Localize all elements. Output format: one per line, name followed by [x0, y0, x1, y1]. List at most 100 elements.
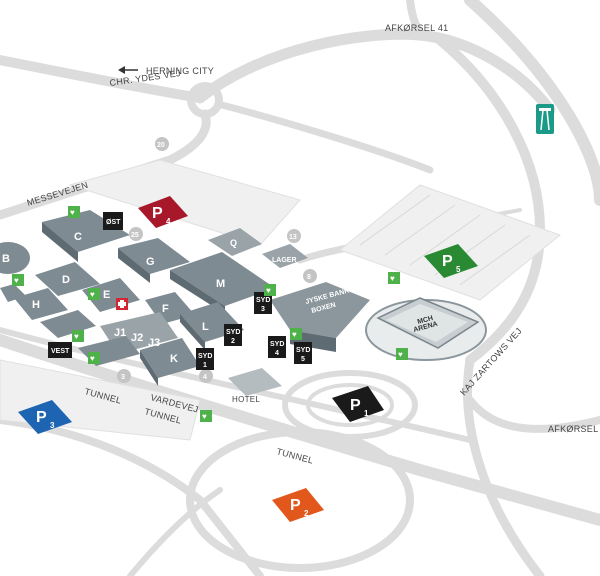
- hall-label-j1: J1: [114, 327, 126, 339]
- svg-text:20: 20: [157, 142, 165, 149]
- svg-text:♥: ♥: [74, 332, 79, 341]
- building-hotel: [228, 368, 282, 396]
- heart-aed-icon: ♥: [264, 284, 276, 296]
- gate-4: 4: [199, 369, 213, 383]
- svg-text:P: P: [36, 409, 47, 426]
- svg-text:♥: ♥: [202, 412, 207, 421]
- hall-label-m: M: [216, 278, 225, 290]
- label-tunnel-3: TUNNEL: [275, 446, 314, 465]
- svg-text:5: 5: [456, 265, 461, 274]
- motorway-icon: [536, 104, 554, 134]
- entrance-syd-5[interactable]: SYD 5: [294, 342, 312, 364]
- svg-text:3: 3: [50, 421, 55, 430]
- heart-aed-icon: ♥: [388, 272, 400, 284]
- first-aid-icon: [116, 298, 128, 310]
- gate-3: 3: [117, 369, 131, 383]
- svg-text:♥: ♥: [70, 208, 75, 217]
- hall-label-q: Q: [230, 238, 237, 248]
- heart-aed-icon: ♥: [68, 206, 80, 218]
- hall-k[interactable]: [140, 338, 200, 378]
- svg-text:P: P: [152, 205, 163, 222]
- entrance-syd-1[interactable]: SYD 1: [196, 348, 214, 370]
- hall-label-g: G: [146, 256, 155, 268]
- svg-text:1: 1: [203, 362, 207, 369]
- hall-m[interactable]: [170, 252, 275, 306]
- parking-p3[interactable]: P 3: [18, 400, 72, 434]
- entrance-ost[interactable]: ØST: [103, 212, 123, 230]
- hall-label-j3: J3: [148, 337, 160, 349]
- hall-label-l: L: [202, 321, 209, 333]
- svg-text:P: P: [442, 253, 453, 270]
- hall-label-k: K: [170, 353, 178, 365]
- heart-aed-icon: ♥: [88, 288, 100, 300]
- hall-unnamed-1: [0, 284, 26, 302]
- hall-label-c: C: [74, 231, 82, 243]
- label-herning-city: HERNING CITY: [146, 66, 214, 76]
- svg-text:4: 4: [275, 350, 279, 357]
- hall-label-f: F: [162, 303, 169, 315]
- label-afkorsel-41: AFKØRSEL 41: [385, 23, 449, 33]
- building-lager: [262, 244, 308, 268]
- gate-25: 25: [129, 227, 143, 241]
- heart-aed-icon: ♥: [396, 348, 408, 360]
- hall-label-j2: J2: [131, 332, 143, 344]
- svg-text:SYD: SYD: [226, 329, 240, 336]
- hall-h[interactable]: [14, 288, 68, 320]
- hall-d[interactable]: [35, 262, 100, 296]
- hall-label-d: D: [62, 274, 70, 286]
- gate-20: 20: [155, 137, 169, 151]
- gate-markers: 20 25 13 8 3 4: [117, 137, 317, 383]
- entrance-syd-3[interactable]: SYD 3: [254, 292, 272, 314]
- svg-text:♥: ♥: [266, 286, 271, 295]
- svg-text:P: P: [350, 397, 361, 414]
- heart-aed-icon: ♥: [12, 274, 24, 286]
- svg-text:SYD: SYD: [256, 297, 270, 304]
- svg-text:8: 8: [307, 274, 311, 281]
- svg-text:♥: ♥: [398, 350, 403, 359]
- svg-text:VEST: VEST: [51, 348, 70, 355]
- hall-b[interactable]: [0, 242, 30, 274]
- hall-label-h: H: [32, 299, 40, 311]
- entrance-vest[interactable]: VEST: [48, 342, 72, 358]
- svg-text:♥: ♥: [90, 354, 95, 363]
- svg-text:SYD: SYD: [198, 353, 212, 360]
- aed-markers: ♥ ♥ ♥ ♥ ♥ ♥ ♥ ♥ ♥ ♥: [12, 206, 408, 422]
- parking-signs: P 4 P 5 P 1 P 3 P 2: [18, 196, 478, 522]
- heart-aed-icon: ♥: [72, 330, 84, 342]
- svg-text:2: 2: [231, 338, 235, 345]
- svg-text:♥: ♥: [14, 276, 19, 285]
- svg-text:♥: ♥: [390, 274, 395, 283]
- svg-text:ØST: ØST: [106, 219, 121, 226]
- heart-aed-icon: ♥: [290, 328, 302, 340]
- svg-text:3: 3: [121, 374, 125, 381]
- heart-aed-icon: ♥: [88, 352, 100, 364]
- hall-g[interactable]: [118, 238, 190, 274]
- label-lager: LAGER: [272, 257, 297, 264]
- svg-text:25: 25: [131, 232, 139, 239]
- svg-text:SYD: SYD: [296, 347, 310, 354]
- heart-aed-icon: ♥: [200, 410, 212, 422]
- svg-text:3: 3: [261, 306, 265, 313]
- hall-label-b: B: [2, 253, 10, 265]
- svg-text:13: 13: [289, 234, 297, 241]
- parking-p5[interactable]: P 5: [424, 244, 478, 278]
- svg-text:5: 5: [301, 356, 305, 363]
- building-jyske-bank-boxen: [270, 282, 370, 338]
- hall-q[interactable]: [208, 228, 262, 256]
- entrance-syd-2[interactable]: SYD 2: [224, 324, 242, 346]
- svg-text:1: 1: [364, 409, 369, 418]
- parking-p4[interactable]: P 4: [138, 196, 188, 228]
- hall-c[interactable]: [42, 210, 130, 252]
- parking-p1[interactable]: P 1: [332, 386, 384, 422]
- parking-p2[interactable]: P 2: [272, 488, 324, 522]
- gate-13: 13: [287, 229, 301, 243]
- svg-text:2: 2: [304, 509, 309, 518]
- svg-text:P: P: [290, 497, 301, 514]
- label-afkorsel-4: AFKØRSEL 4: [548, 424, 600, 434]
- svg-text:4: 4: [166, 217, 171, 226]
- gate-8: 8: [303, 269, 317, 283]
- arrow-left-icon: [118, 66, 138, 74]
- svg-text:♥: ♥: [90, 290, 95, 299]
